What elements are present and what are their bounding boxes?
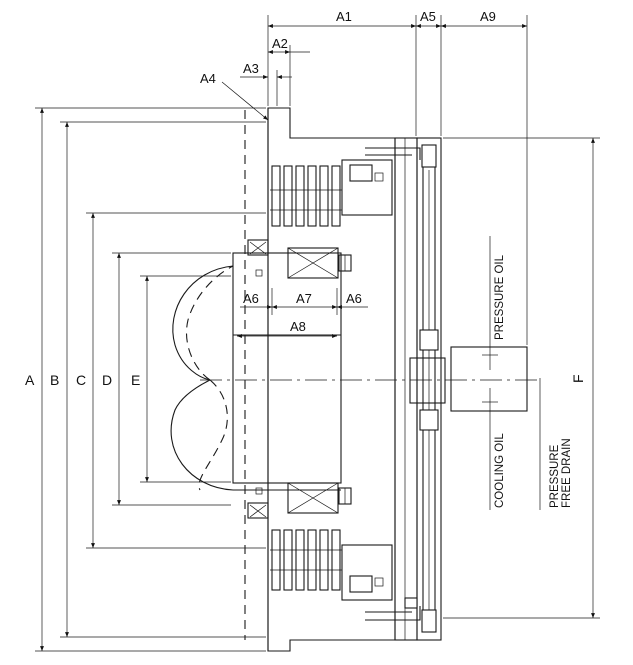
label-a7: A7 [296, 291, 312, 306]
dimension-a5: A5 [416, 9, 442, 136]
label-a4: A4 [200, 71, 216, 86]
dimension-f: F [443, 137, 600, 619]
label-pressure-oil: PRESSURE OIL [494, 254, 506, 340]
label-drain-line1: PRESSURE [549, 444, 561, 508]
dimension-c: C [76, 212, 266, 549]
label-e: E [131, 372, 140, 388]
hub [232, 239, 352, 519]
oil-passages [365, 144, 446, 633]
dimension-a8: A8 [237, 319, 337, 338]
friction-pack-top [270, 159, 393, 227]
dimension-a3: A3 [240, 61, 292, 106]
port-cooling-oil: COOLING OIL [482, 388, 506, 510]
label-a6-right: A6 [346, 291, 362, 306]
label-a2: A2 [272, 36, 288, 51]
label-a8: A8 [290, 319, 306, 334]
label-cooling-oil: COOLING OIL [494, 433, 506, 508]
dimension-a6-a7: A6 A7 A6 [240, 288, 368, 315]
label-drain-line2: FREE DRAIN [561, 438, 573, 508]
label-a3: A3 [243, 61, 259, 76]
rotary-union [450, 346, 528, 412]
label-d: D [102, 372, 112, 388]
friction-pack-bottom [270, 529, 393, 601]
label-a6-left: A6 [243, 291, 259, 306]
dimension-a2: A2 [268, 36, 310, 106]
dimension-a: A [25, 107, 266, 652]
label-a5: A5 [420, 9, 436, 24]
label-a9: A9 [480, 9, 496, 24]
label-f: F [570, 374, 586, 383]
dimension-d: D [102, 252, 231, 506]
port-pressure-free-drain: PRESSURE FREE DRAIN [539, 378, 573, 510]
label-a: A [25, 372, 35, 388]
label-c: C [76, 372, 86, 388]
dimension-a4: A4 [200, 71, 269, 121]
dimension-a9: A9 [441, 9, 528, 345]
dimension-b: B [50, 121, 266, 638]
housing-outline [267, 107, 442, 652]
port-pressure-oil: PRESSURE OIL [482, 236, 506, 370]
shaft-break [170, 265, 234, 491]
label-a1: A1 [336, 9, 352, 24]
dimension-e: E [131, 275, 231, 483]
label-b: B [50, 372, 59, 388]
dimension-a1: A1 [267, 9, 417, 136]
